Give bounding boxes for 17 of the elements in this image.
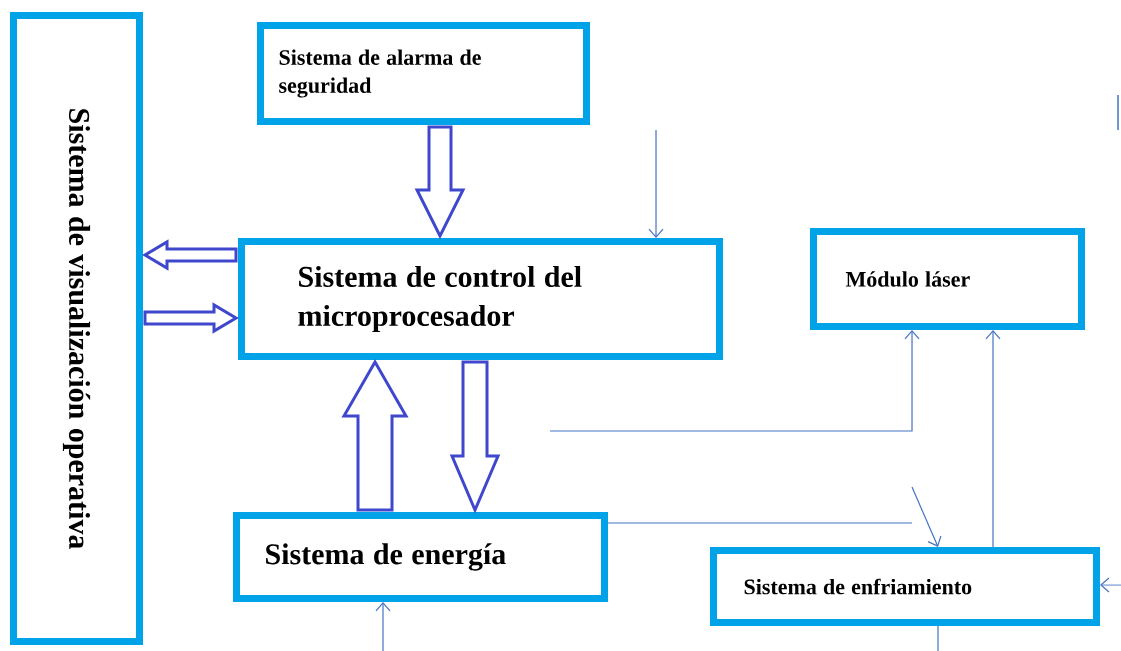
process-box: Sistema de alarma de seguridad — [257, 22, 590, 125]
process-box: Sistema de energía — [233, 512, 608, 602]
block-arrow — [142, 239, 238, 271]
arrow — [375, 602, 391, 651]
process-box: Módulo láser — [810, 228, 1085, 330]
arrow — [1100, 577, 1121, 593]
arrow — [985, 330, 1001, 548]
arrow — [911, 486, 942, 547]
process-box: Sistema de control del microprocesador — [238, 238, 723, 360]
block-arrow — [414, 125, 466, 240]
block-arrow — [449, 360, 501, 514]
arrow — [549, 330, 920, 432]
process-box: Sistema de enfriamiento — [710, 547, 1100, 626]
block-arrow — [143, 302, 239, 334]
block-arrow — [341, 359, 409, 512]
arrow — [648, 129, 664, 238]
process-box: Sistema de visualización operativa — [10, 12, 143, 645]
